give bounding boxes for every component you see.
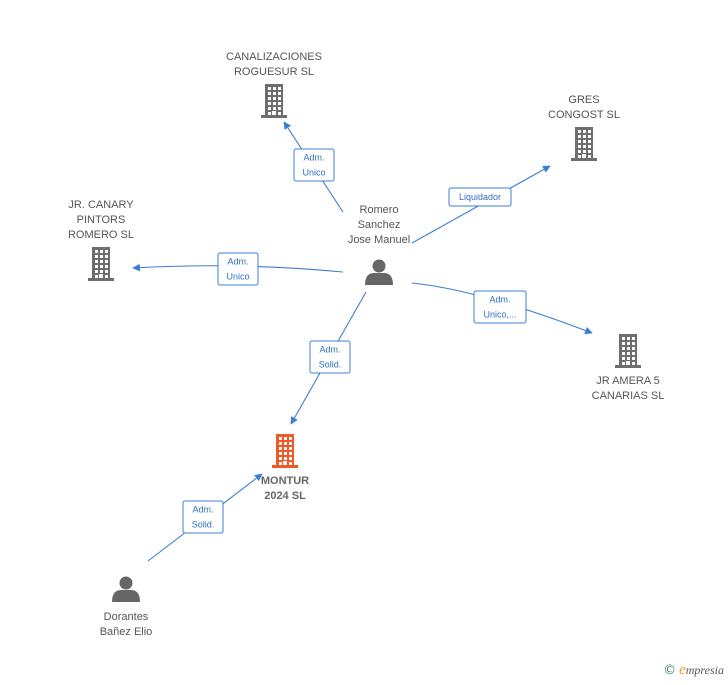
edge-label-text: Liquidador [459,192,501,202]
person-icon[interactable] [112,576,140,603]
edge-label-text: Unico [302,168,325,178]
edge-label-box[interactable] [182,500,224,534]
edge-dorantes-to-montur: Adm. Solid. [147,473,263,562]
edge-label-text: Solid. [192,520,215,530]
brand-name: mpresia [685,663,724,677]
edge-label-text: Adm. [192,505,213,515]
node-label: ROMERO SL [68,229,134,241]
building-icon[interactable] [615,334,641,368]
node-label: ROGUESUR SL [234,66,314,78]
edge-label-text: Unico [226,272,249,282]
edge-label-box[interactable] [309,340,351,374]
copyright-symbol: © [663,663,677,678]
edge-romero-to-gres: Liquidador [411,165,551,244]
brand-initial: e [679,662,686,678]
edge-romero-to-montur: Adm. Solid. [290,291,367,425]
node-label: Bañez Elio [100,626,153,638]
node-canalizaciones[interactable]: CANALIZACIONES ROGUESUR SL [226,51,322,118]
empresia-logo: © empresia [663,662,724,679]
edge-label-text: Adm. [227,257,248,267]
node-label: CANALIZACIONES [226,51,322,63]
node-label: GRES [568,94,599,106]
edge-label-text: Adm. [319,345,340,355]
node-label: CONGOST SL [548,109,620,121]
edge-label-box[interactable] [217,252,259,286]
building-icon[interactable] [272,434,298,468]
edge-label-text: Solid. [319,360,342,370]
node-label: CANARIAS SL [592,390,665,402]
edge-label-text: Adm. [489,295,510,305]
edge-label-text: Adm. [303,153,324,163]
edge-label-box[interactable] [473,290,527,324]
node-label: Dorantes [104,611,149,623]
edge-label-box[interactable] [293,148,335,182]
node-label: Romero [359,204,398,216]
person-icon[interactable] [365,259,393,286]
node-montur[interactable]: MONTUR 2024 SL [261,434,309,502]
node-canary[interactable]: JR. CANARY PINTORS ROMERO SL [68,199,134,281]
edge-romero-to-amera: Adm. Unico,... [411,282,593,335]
node-gres[interactable]: GRES CONGOST SL [548,94,620,161]
node-label: JR AMERA 5 [596,375,660,387]
node-label: Jose Manuel [348,234,410,246]
node-label: MONTUR [261,475,309,487]
edge-romero-to-canary: Adm. Unico [132,252,344,286]
building-icon[interactable] [571,127,597,161]
node-label: JR. CANARY [68,199,134,211]
node-label: 2024 SL [264,490,306,502]
edge-label-box[interactable] [448,187,512,207]
edge-romero-to-canalizaciones: Adm. Unico [283,121,344,213]
node-label: Sanchez [358,219,401,231]
building-icon[interactable] [261,84,287,118]
node-label: PINTORS [77,214,126,226]
node-amera[interactable]: JR AMERA 5 CANARIAS SL [592,334,665,402]
edge-label-text: Unico,... [483,310,516,320]
building-icon[interactable] [88,247,114,281]
